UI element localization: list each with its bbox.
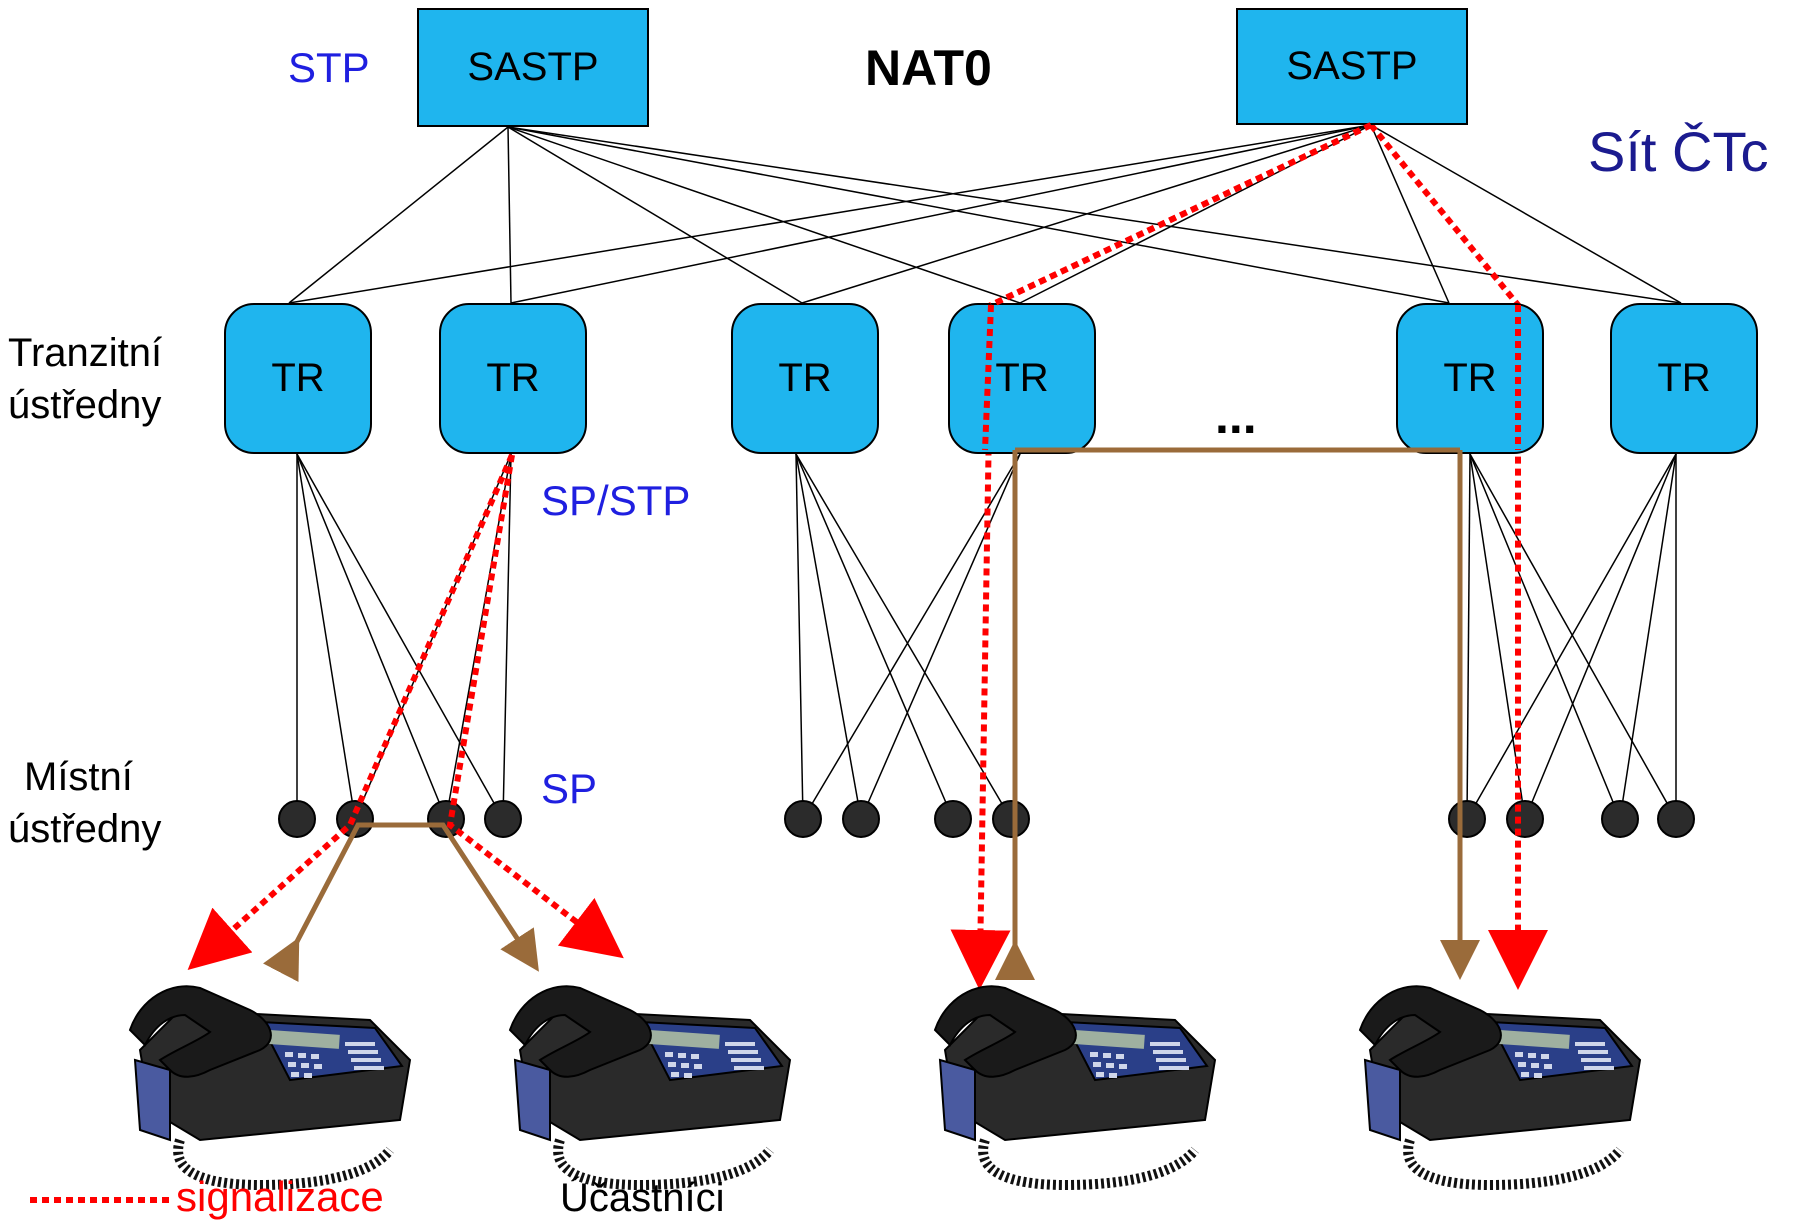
phone-icon <box>1360 986 1640 1185</box>
local-exchange <box>992 800 1030 838</box>
local-exchanges <box>278 800 1695 838</box>
phone-icon <box>510 986 790 1185</box>
local-label-line1: Místní <box>24 755 133 799</box>
phone-icon <box>935 986 1215 1185</box>
network-label: Sít ČTc <box>1588 120 1769 183</box>
sastp-label: SASTP <box>1286 44 1418 88</box>
local-exchange <box>278 800 316 838</box>
local-exchange <box>1506 800 1544 838</box>
sastp-tr-links <box>288 124 1682 304</box>
subscribers-label: Účastníci <box>560 1176 725 1220</box>
tr-label: TR <box>1443 356 1497 400</box>
tr-box: TR <box>731 303 879 454</box>
tr-label: TR <box>486 356 540 400</box>
ellipsis: ... <box>1215 388 1257 444</box>
voice-path-left <box>263 822 539 982</box>
phone-icon <box>130 986 410 1185</box>
sp-stp-label: SP/STP <box>541 477 691 524</box>
tr-box: TR <box>1396 303 1544 454</box>
tr-box: TR <box>439 303 587 454</box>
local-exchange <box>842 800 880 838</box>
local-exchange <box>1448 800 1486 838</box>
transit-label-line1: Tranzitní <box>8 331 163 375</box>
tr-box: TR <box>224 303 372 454</box>
tr-box: TR <box>1610 303 1758 454</box>
diagram-title: NAT0 <box>865 40 992 96</box>
local-exchange <box>784 800 822 838</box>
tr-label: TR <box>995 356 1049 400</box>
transit-label-line2: ústředny <box>8 383 162 427</box>
local-exchange <box>1657 800 1695 838</box>
sastp-label: SASTP <box>467 45 599 89</box>
local-label-line2: ústředny <box>8 807 162 851</box>
tr-label: TR <box>1657 356 1711 400</box>
voice-path-right <box>995 447 1480 980</box>
local-exchange <box>934 800 972 838</box>
local-exchange <box>1601 800 1639 838</box>
tr-label: TR <box>271 356 325 400</box>
tr-box: TR <box>948 303 1096 454</box>
tr-local-links <box>296 453 1677 820</box>
sp-label: SP <box>541 765 598 812</box>
local-exchange <box>427 800 465 838</box>
stp-label: STP <box>288 44 370 91</box>
sastp-box: SASTP <box>1236 8 1468 125</box>
local-exchange <box>484 800 522 838</box>
sastp-box: SASTP <box>417 8 649 127</box>
legend-signal-text: signalizace <box>176 1173 384 1220</box>
tr-label: TR <box>778 356 832 400</box>
